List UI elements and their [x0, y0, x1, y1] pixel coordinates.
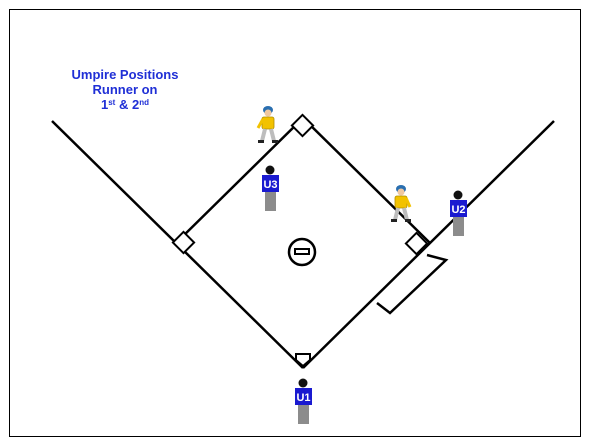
umpire-u2: U2 [450, 190, 467, 236]
diagram-title: Umpire Positions Runner on 1st & 2nd [40, 67, 210, 112]
runner-left-leg [260, 128, 267, 142]
umpire-u3: U3 [262, 165, 279, 211]
runner-left-shoe [391, 219, 397, 222]
home-plate [295, 353, 311, 368]
umpire-u1-label: U1 [296, 392, 310, 404]
umpire-u1-head [298, 378, 308, 388]
runner-right-shoe [272, 140, 278, 143]
runners-lane [376, 253, 449, 315]
title-amp: & [118, 97, 129, 112]
runner-arm [404, 197, 412, 208]
first-base-foul-line [302, 120, 555, 369]
umpire-u2-label: U2 [451, 204, 465, 216]
umpire-u2-pants [453, 217, 464, 236]
second-base [290, 113, 315, 138]
runner-face [264, 109, 272, 117]
runner-jersey [394, 195, 408, 209]
third-base [171, 230, 196, 255]
runner-first-base [391, 185, 412, 222]
runner-right-leg [402, 207, 409, 221]
runner-jersey [261, 116, 275, 130]
pitchers-mound [287, 237, 317, 267]
umpire-u3-head [265, 165, 275, 175]
runner-left-shoe [258, 140, 264, 143]
umpire-u1-shirt [295, 388, 312, 405]
runner-face [397, 188, 405, 196]
umpire-u2-shirt [450, 200, 467, 217]
title-base-second: 2 [131, 97, 140, 112]
umpire-u2-head [453, 190, 463, 200]
third-to-second-baseline [175, 117, 304, 244]
runner-second-base [256, 106, 278, 143]
first-base [404, 231, 429, 256]
umpire-u3-label: U3 [263, 179, 277, 191]
pitchers-rubber [294, 248, 310, 255]
umpire-u3-pants [265, 192, 276, 211]
runner-right-shoe [405, 219, 411, 222]
title-base-first: 1 [100, 97, 109, 112]
title-line-2: Runner on [92, 82, 158, 97]
runner-right-leg [269, 128, 276, 142]
diagram-frame [9, 9, 581, 437]
umpire-u1: U1 [295, 378, 312, 424]
title-line-1: Umpire Positions [71, 67, 179, 82]
title-first-suffix: st [108, 98, 116, 107]
umpire-u1-pants [298, 405, 309, 424]
runner-arm [256, 118, 265, 129]
runner-left-leg [393, 207, 400, 221]
umpire-u3-shirt [262, 175, 279, 192]
second-to-first-baseline [302, 117, 431, 244]
title-second-suffix: nd [139, 98, 149, 107]
title-line-3: 1st & 2nd [40, 97, 210, 112]
